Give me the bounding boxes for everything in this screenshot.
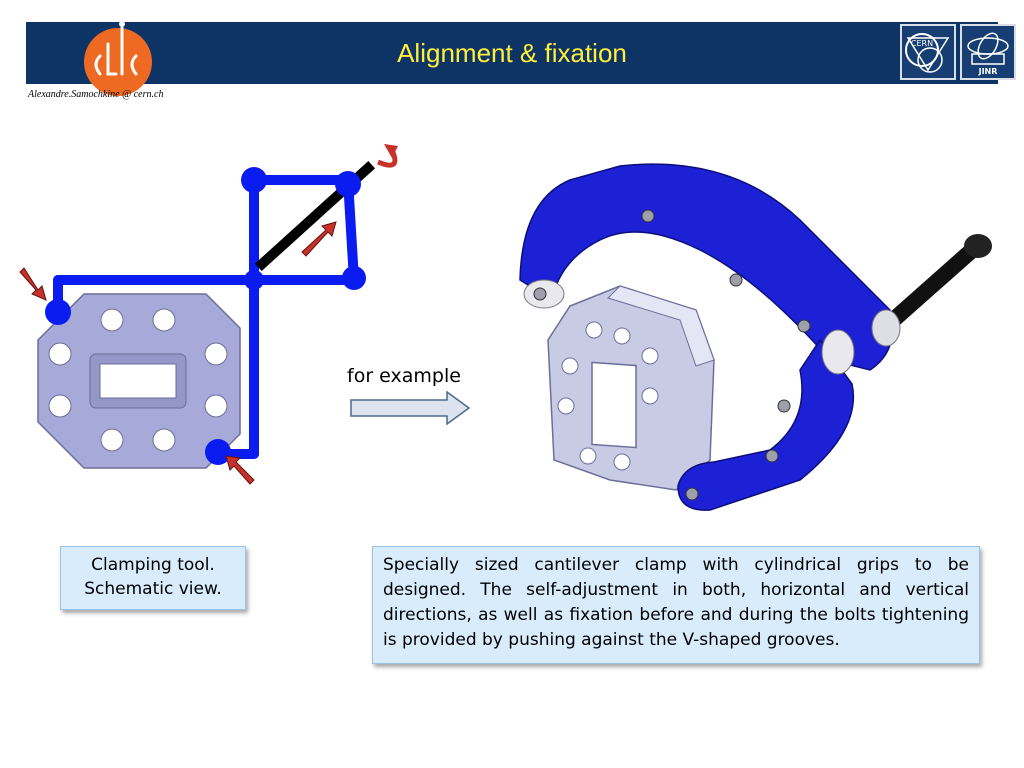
clamping-tool-schematic [19,144,398,485]
cern-logo: CERN [900,24,956,80]
author-credit: Alexandre.Samochkine @ cern.ch [28,89,164,100]
clic-logo [84,21,152,96]
cantilever-clamp-illustration [519,163,992,511]
schematic-caption-line1: Clamping tool. [91,555,215,575]
clamp-description-text: Specially sized cantilever clamp with cy… [383,555,969,650]
cern-logo-text: CERN [911,39,933,48]
right-arrow-icon [350,391,471,425]
header-bar: Alignment & fixation CERN JINR [26,21,1016,96]
page-title: Alignment & fixation [397,38,627,68]
schematic-caption: Clamping tool. Schematic view. [60,546,246,610]
jinr-logo: JINR [960,24,1016,80]
jinr-logo-text: JINR [978,67,998,76]
for-example-label: for example [347,365,461,387]
schematic-caption-line2: Schematic view. [84,579,222,599]
clamp-description-caption: Specially sized cantilever clamp with cy… [372,546,980,664]
